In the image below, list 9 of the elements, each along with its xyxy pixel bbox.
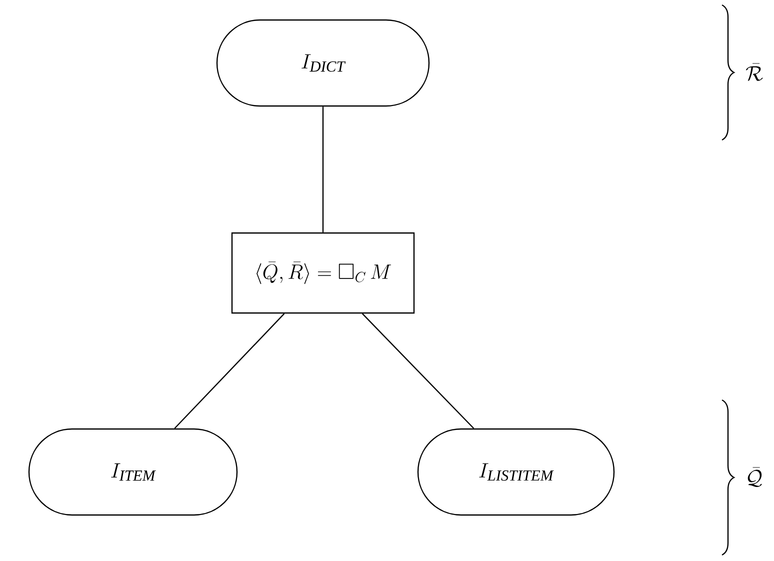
- connector-line: [174, 313, 285, 429]
- connector-line: [322, 106, 324, 232]
- brace-label: $\bar{\mathcal{Q}}$: [748, 467, 762, 487]
- connector-line: [362, 313, 474, 429]
- rounded-node: $I_{\mathit{LISTITEM}}$: [417, 428, 615, 516]
- rounded-node: $I_{\mathit{DICT}}$: [216, 19, 430, 107]
- rounded-node: $I_{\mathit{ITEM}}$: [28, 428, 238, 516]
- brace-label: $\bar{\mathcal{R}}$: [746, 63, 763, 81]
- formula-box: $\langle\bar{Q},\bar{R}\rangle=\square_{C}\,M$: [231, 232, 415, 314]
